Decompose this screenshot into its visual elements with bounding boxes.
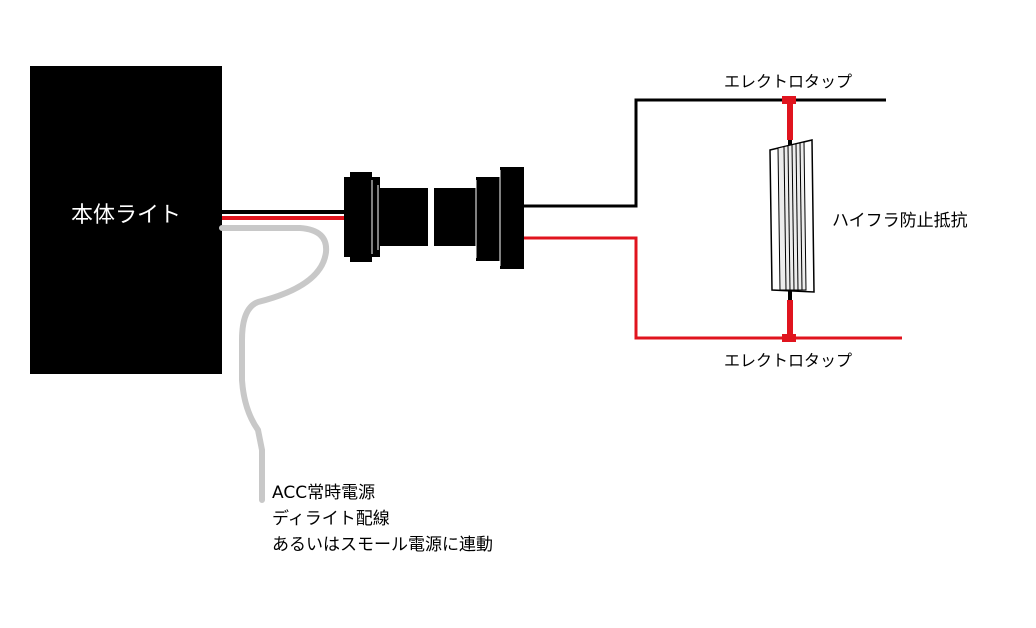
- resistor-label: ハイフラ防止抵抗: [832, 211, 968, 231]
- main-unit-box: [30, 66, 222, 374]
- electro-tap-top: [782, 96, 796, 140]
- red-wire-to-tap: [524, 236, 902, 340]
- electro-tap-bottom: [782, 300, 796, 342]
- electro-tap-top-label: エレクトロタップ: [724, 72, 852, 91]
- main-unit-label: 本体ライト: [71, 203, 181, 228]
- connector-left: [344, 172, 428, 262]
- black-wire-to-tap: [524, 98, 886, 208]
- resistor-body: [769, 139, 815, 293]
- acc-note-line1: ACC常時電源: [272, 483, 375, 503]
- acc-note-line2: ディライト配線: [272, 508, 390, 529]
- acc-note-line3: あるいはスモール電源に連動: [272, 535, 493, 555]
- connector-right: [434, 167, 524, 269]
- acc-gray-wire: [219, 225, 330, 503]
- electro-tap-bottom-label: エレクトロタップ: [724, 351, 852, 370]
